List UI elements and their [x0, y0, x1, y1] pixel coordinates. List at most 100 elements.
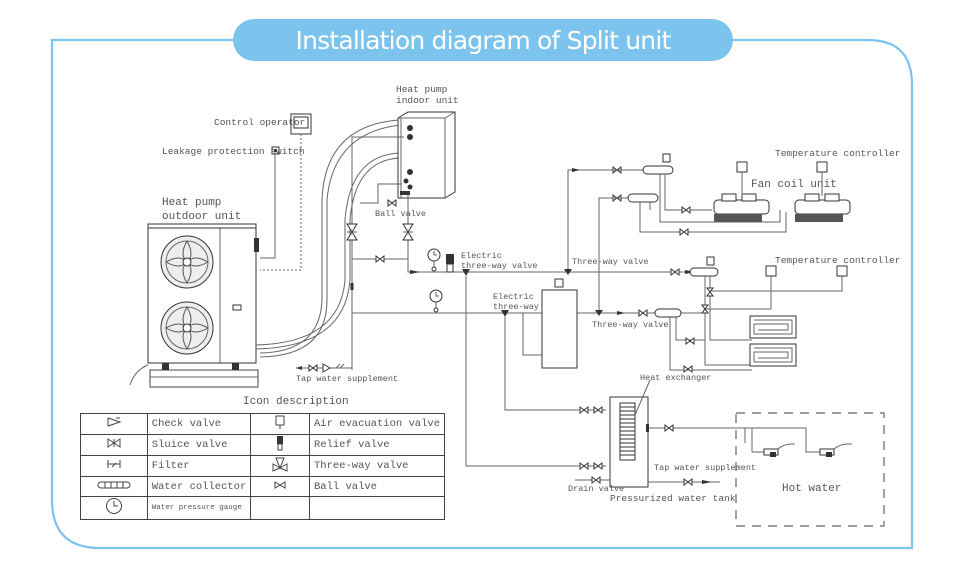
electric-3way-a-label-2: three-way valve: [461, 261, 538, 271]
electric-3way-b-label-2: three-way valve: [493, 302, 570, 312]
hot-water-area: [735, 412, 885, 527]
water-collector-icon: [689, 267, 719, 277]
table-row: Check valve Air evacuation valve: [80, 413, 446, 435]
outdoor-unit: [129, 223, 259, 388]
pressure-gauge-icon: [429, 289, 443, 313]
ball-valve-icon: [683, 365, 693, 373]
ball-valve-icon: [593, 406, 603, 414]
faucet-icon: [819, 443, 853, 457]
three-way-valve-icon: [250, 455, 310, 477]
air-evacuation-valve-icon: [250, 413, 310, 435]
temperature-controller-icon: [836, 265, 848, 277]
fan-coil-label: Fan coil unit: [751, 179, 837, 191]
empty-cell: [250, 496, 310, 520]
air-evacuation-valve-icon: [662, 153, 671, 163]
pressurized-tank-label: Pressurized water tank: [610, 493, 736, 504]
ball-valve-icon: [591, 476, 601, 484]
floor-heating-coil-icon: [749, 315, 797, 339]
sluice-valve-icon: [701, 304, 709, 314]
ball-valve-label: Ball valve: [375, 209, 426, 219]
electric-three-way-valve-icon: [462, 269, 470, 276]
ball-valve-icon: [579, 406, 589, 414]
water-collector-icon: [654, 308, 682, 318]
ball-valve-icon: [638, 309, 648, 317]
water-collector-icon: [627, 193, 659, 203]
sluice-valve-icon: [346, 223, 358, 241]
table-row: Water pressure gauge: [80, 496, 446, 520]
temperature-controller-icon: [765, 265, 777, 277]
filter-icon: [335, 363, 345, 369]
heat-exchanger-label: Heat exchanger: [640, 373, 711, 383]
ball-valve-icon: [250, 476, 310, 497]
ball-valve-icon: [683, 478, 693, 486]
air-evacuation-valve-icon: [706, 256, 715, 266]
page-title: Installation diagram of Split unit: [295, 25, 672, 55]
control-operator-label: Control operator: [214, 117, 305, 128]
tap-water-left-label: Tap water supplement: [296, 374, 398, 384]
tap-water-right-label: Tap water supplement: [654, 463, 756, 473]
water-collector-icon: [80, 476, 148, 497]
filter-icon: [80, 455, 148, 477]
icon-label: Water pressure gauge: [146, 496, 252, 520]
indoor-unit: [397, 111, 456, 199]
water-pressure-gauge-icon: [80, 496, 148, 520]
fan-icon: [160, 301, 214, 355]
icon-label: Check valve: [146, 413, 252, 435]
table-row: Water collector Ball valve: [80, 476, 446, 497]
ball-valve-icon: [375, 255, 385, 263]
icon-label: Water collector: [146, 476, 252, 497]
check-valve-icon: [322, 363, 332, 373]
temp-controller-top-label: Temperature controller: [775, 148, 900, 159]
indoor-unit-label-2: indoor unit: [396, 95, 459, 106]
three-way-valve-icon: [595, 310, 603, 316]
title-banner: Installation diagram of Split unit: [233, 19, 733, 61]
fan-icon: [160, 235, 214, 289]
sluice-valve-icon: [402, 223, 414, 241]
relief-valve-icon: [250, 434, 310, 456]
three-way-valve-mid-label: Three-way valve: [592, 320, 669, 330]
ball-valve-icon: [308, 364, 318, 372]
fan-coil-unit-icon: [794, 161, 851, 222]
floor-heating-coil-icon: [749, 343, 797, 367]
outdoor-unit-label-1: Heat pump: [162, 197, 221, 209]
ball-valve-icon: [679, 228, 689, 236]
table-row: Sluice valve Relief valve: [80, 434, 446, 456]
drain-valve-label: Drain valve: [568, 484, 624, 494]
icon-label: Three-way valve: [308, 455, 446, 477]
three-way-valve-top-label: Three-way valve: [572, 257, 649, 267]
icon-label: Sluice valve: [146, 434, 252, 456]
icon-description-title: Icon description: [243, 396, 349, 408]
ball-valve-icon: [685, 337, 695, 345]
relief-valve-icon: [446, 254, 454, 273]
ball-valve-icon: [387, 199, 397, 207]
frame-border: [50, 38, 914, 550]
icon-label: Ball valve: [308, 476, 446, 497]
ball-valve-icon: [593, 462, 603, 470]
table-row: Filter Three-way valve: [80, 455, 446, 477]
outdoor-unit-label-2: outdoor unit: [162, 211, 241, 223]
ball-valve-icon: [670, 268, 680, 276]
temp-controller-mid-label: Temperature controller: [775, 255, 900, 266]
fan-coil-unit-icon: [713, 161, 770, 222]
air-evacuation-valve-icon: [554, 278, 564, 288]
pressure-gauge-icon: [427, 248, 441, 272]
pressurized-water-tank: [609, 396, 649, 488]
sluice-valve-icon: [706, 287, 714, 297]
icon-label: Filter: [146, 455, 252, 477]
check-valve-icon: [80, 413, 148, 435]
indoor-unit-label-1: Heat pump: [396, 84, 448, 95]
electric-3way-a-label-1: Electric: [461, 251, 502, 261]
faucet-icon: [763, 443, 796, 457]
three-way-valve-icon: [564, 269, 572, 275]
leakage-switch-label: Leakage protection switch: [162, 146, 305, 157]
electric-3way-b-label-1: Electric: [493, 292, 534, 302]
icon-description-table: Check valve Air evacuation valve Sluice …: [80, 413, 446, 520]
sluice-valve-icon: [80, 434, 148, 456]
icon-label: Air evacuation valve: [308, 413, 446, 435]
water-collector-icon: [642, 165, 674, 175]
icon-label: Relief valve: [308, 434, 446, 456]
ball-valve-icon: [664, 424, 674, 432]
ball-valve-icon: [681, 206, 691, 214]
empty-cell: [308, 496, 446, 520]
